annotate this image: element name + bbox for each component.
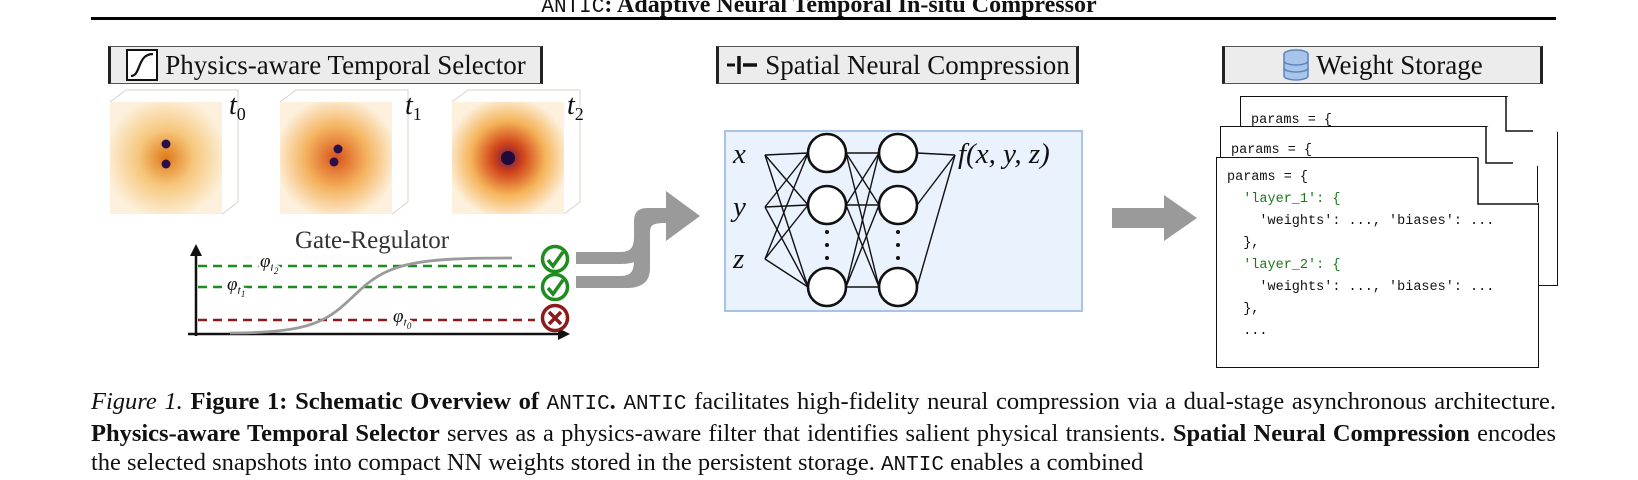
network-edges xyxy=(764,152,956,288)
selector-header: Physics-aware Temporal Selector xyxy=(108,46,543,84)
spatial-header: Spatial Neural Compression xyxy=(716,46,1079,84)
time-label-t0: t0 xyxy=(229,90,246,124)
input-x: x xyxy=(732,138,746,170)
caption-antic-2: ANTIC xyxy=(623,393,687,416)
caption-text4: enables a combined xyxy=(950,449,1144,476)
caption-fig-label: Figure 1. xyxy=(91,388,183,415)
caption-bold3: Spatial Neural Compression xyxy=(1172,420,1470,447)
caption-antic-3: ANTIC xyxy=(880,454,944,477)
sigmoid-icon xyxy=(125,48,159,82)
gate-plot: φt2 φt1 φt0 xyxy=(188,244,570,340)
snapshot-t0 xyxy=(109,89,239,215)
svg-text:φt1: φt1 xyxy=(227,274,245,299)
caption-text2: serves as a physics-aware filter that id… xyxy=(446,420,1166,447)
input-z: z xyxy=(732,243,744,275)
card-folds xyxy=(1477,97,1538,205)
selector-label: Physics-aware Temporal Selector xyxy=(165,49,526,80)
gate-regulator-label: Gate-Regulator xyxy=(295,227,450,254)
caption-bold-head: Figure 1: Schematic Overview of xyxy=(190,388,539,415)
accept-icon-t1 xyxy=(540,272,570,302)
network-ellipsis xyxy=(825,230,900,260)
network-nodes xyxy=(806,132,919,308)
title-antic: ANTIC xyxy=(541,0,605,19)
spatial-label: Spatial Neural Compression xyxy=(765,49,1070,80)
caption-text1: facilitates high-fidelity neural compres… xyxy=(694,388,1557,415)
time-label-t1: t1 xyxy=(405,90,422,124)
code-line: 'weights': ..., 'biases': ... xyxy=(1227,280,1495,295)
output-fxyz: f(x, y, z) xyxy=(958,138,1050,170)
storage-header: Weight Storage xyxy=(1222,46,1543,84)
code-line: }, xyxy=(1227,236,1260,251)
code-line: 'weights': ..., 'biases': ... xyxy=(1227,214,1495,229)
caption-antic: ANTIC xyxy=(546,393,610,416)
title-rule xyxy=(91,17,1556,20)
figure-caption: Figure 1. Figure 1: Schematic Overview o… xyxy=(91,388,1557,477)
code-line: 'layer_2': { xyxy=(1227,258,1341,273)
storage-arrow xyxy=(1112,195,1197,241)
caption-bold2: Physics-aware Temporal Selector xyxy=(91,420,440,447)
accept-icon-t2 xyxy=(540,244,570,274)
diagram-canvas: t0 t1 t2 Gate-Regulator φt2 φt1 φt0 xyxy=(109,89,1197,340)
code-line: ... xyxy=(1227,324,1268,339)
database-icon xyxy=(1282,49,1310,81)
weights-card-front: params = { 'layer_1': { 'weights': ..., … xyxy=(1216,157,1539,368)
code-line: 'layer_1': { xyxy=(1227,192,1341,207)
merge-arrow xyxy=(576,191,700,288)
title-rest: : Adaptive Neural Temporal In-situ Compr… xyxy=(604,0,1097,18)
svg-text:φt0: φt0 xyxy=(393,306,412,331)
reject-icon-t0 xyxy=(540,303,570,333)
snapshot-t2 xyxy=(451,89,581,215)
code-line: }, xyxy=(1227,302,1260,317)
time-label-t2: t2 xyxy=(567,90,584,124)
compress-icon xyxy=(725,54,759,76)
figure-title: ANTIC: Adaptive Neural Temporal In-situ … xyxy=(0,0,1638,22)
snapshot-t1 xyxy=(279,89,409,215)
input-y: y xyxy=(730,191,746,223)
storage-label: Weight Storage xyxy=(1316,49,1483,80)
code-line: params = { xyxy=(1227,170,1309,185)
svg-text:φt2: φt2 xyxy=(260,251,279,276)
